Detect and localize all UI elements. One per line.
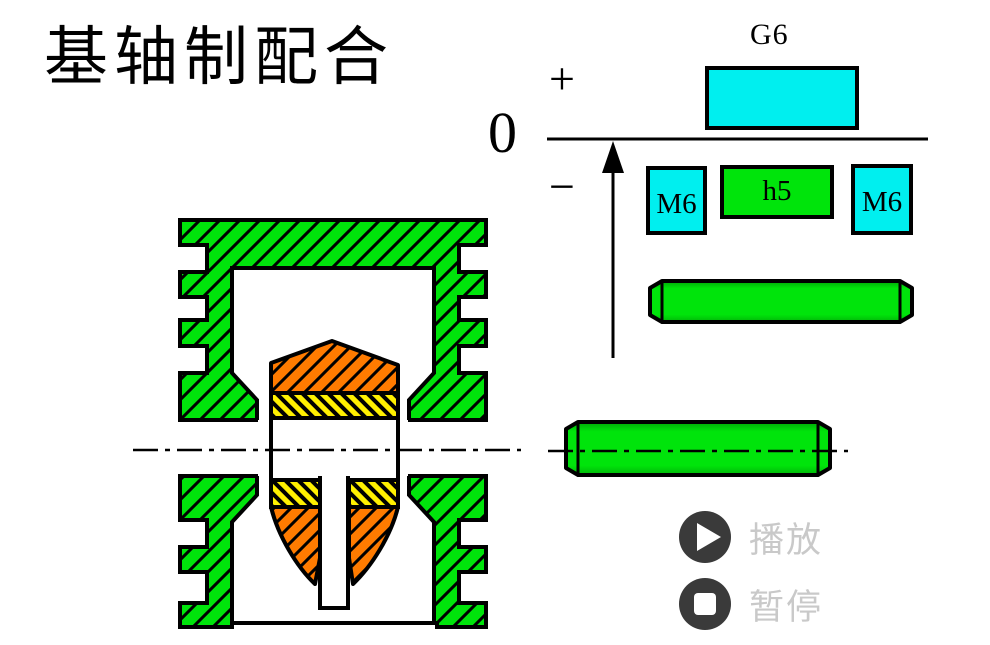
zone-label-G6: G6 (750, 18, 789, 51)
deviation-arrow-head (602, 141, 624, 173)
play-button[interactable]: 播放 (679, 511, 939, 563)
piston-ring-lower-left (269, 478, 322, 509)
tolerance-diagram (547, 66, 928, 358)
play-label: 播放 (749, 520, 824, 560)
housing-pin-hole-left (176, 418, 259, 478)
piston-body (269, 415, 400, 482)
play-icon (697, 523, 721, 551)
zone-box-h5 (720, 165, 834, 219)
pause-icon (694, 593, 716, 615)
zero-label: 0 (488, 100, 517, 165)
housing-pin-hole-right (407, 418, 491, 478)
valve-stem (318, 476, 350, 610)
piston-ring-upper (269, 391, 400, 420)
plus-label: + (549, 53, 575, 104)
page-title: 基轴制配合 (44, 22, 394, 93)
zone-label-h5: h5 (762, 175, 792, 207)
zone-label-M6-left: M6 (656, 188, 697, 220)
minus-label: − (549, 161, 575, 212)
zone-label-M6-right: M6 (861, 186, 903, 218)
shaft (548, 420, 848, 477)
pause-button[interactable]: 暂停 (679, 578, 939, 630)
pause-button-disc[interactable] (679, 578, 731, 630)
piston-dome (269, 339, 400, 395)
zone-box-M6-right (851, 164, 913, 235)
zone-box-G6 (705, 66, 859, 130)
pin-bar (648, 279, 914, 324)
pause-label: 暂停 (749, 587, 824, 627)
play-button-disc[interactable] (679, 511, 731, 563)
funnel-right (347, 505, 400, 586)
funnel-left (269, 505, 322, 586)
assembly-drawing (133, 218, 521, 629)
piston-ring-lower-right (347, 478, 400, 509)
zone-box-M6-left (646, 166, 707, 235)
